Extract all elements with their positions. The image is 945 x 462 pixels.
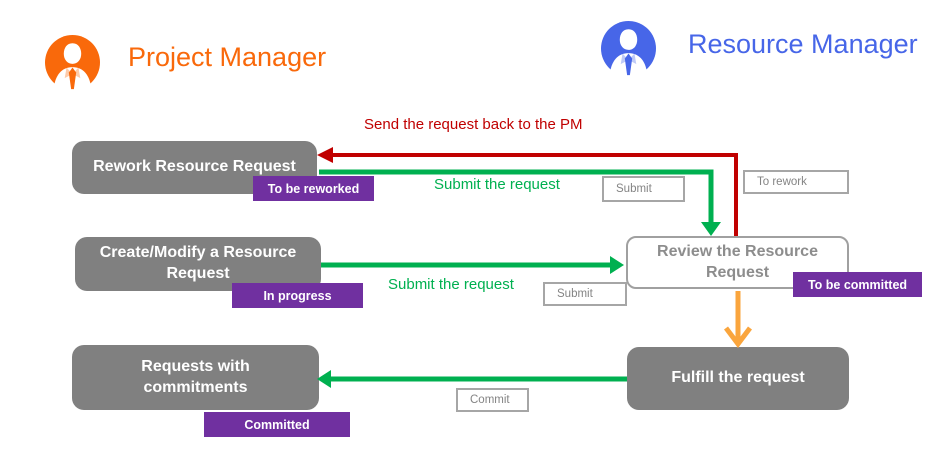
node-fulfill-request: Fulfill the request	[627, 347, 849, 410]
edge-label-send-back: Send the request back to the PM	[364, 116, 583, 133]
node-requests-with-commitments: Requests with commitments	[72, 345, 319, 410]
person-icon	[45, 35, 100, 90]
project-manager-title: Project Manager	[128, 42, 327, 72]
person-icon	[601, 21, 656, 76]
edge-label-submit-request-middle: Submit the request	[388, 276, 514, 293]
submit-button-top: Submit	[602, 176, 685, 202]
resource-manager-title: Resource Manager	[688, 29, 918, 59]
status-badge-in-progress: In progress	[232, 283, 363, 308]
submit-button-middle: Submit	[543, 282, 627, 306]
node-create-modify-request: Create/Modify a Resource Request	[75, 237, 321, 291]
status-badge-to-be-reworked: To be reworked	[253, 176, 374, 201]
to-rework-button: To rework	[743, 170, 849, 194]
edge-label-submit-request-top: Submit the request	[434, 176, 560, 193]
commit-button: Commit	[456, 388, 529, 412]
status-badge-committed: Committed	[204, 412, 350, 437]
status-badge-to-be-committed: To be committed	[793, 272, 922, 297]
